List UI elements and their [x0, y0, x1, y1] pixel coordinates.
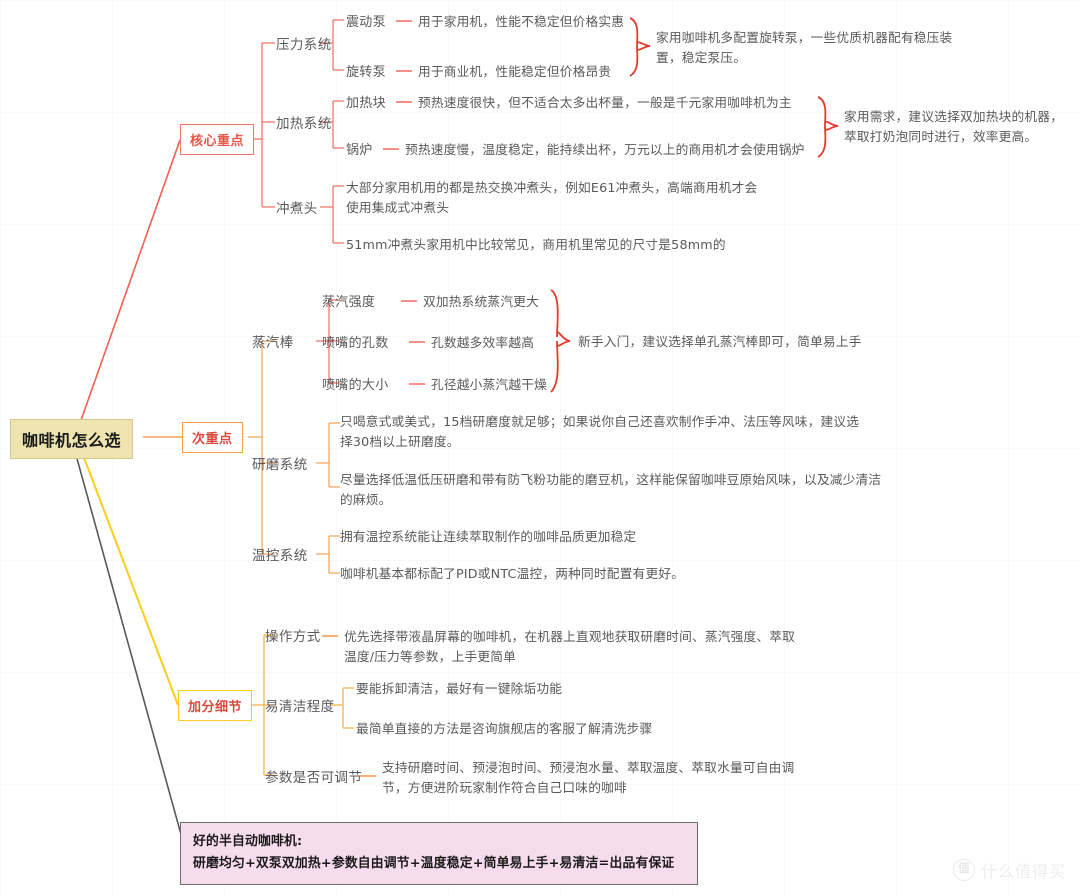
text-brewhead-item-2: 51mm冲煮头家用机中比较常见，商用机里常见的尺寸是58mm的 — [346, 237, 726, 252]
branch-node-secondary[interactable]: 次重点 — [182, 422, 243, 453]
node-steam-strength[interactable]: 蒸汽强度 — [322, 295, 376, 310]
text-cleaning-item-1: 要能拆卸清洁，最好有一键除垢功能 — [356, 681, 563, 696]
summary-box: 好的半自动咖啡机: 研磨均匀+双泵双加热+参数自由调节+温度稳定+简单易上手+易… — [180, 822, 698, 885]
node-operation-method[interactable]: 操作方式 — [265, 629, 321, 645]
note-steam-wand: 新手入门，建议选择单孔蒸汽棒即可，简单易上手 — [578, 334, 862, 349]
node-boiler[interactable]: 锅炉 — [346, 143, 373, 158]
text-rotary-pump-desc: 用于商业机，性能稳定但价格昂贵 — [418, 64, 612, 79]
summary-line-1: 好的半自动咖啡机: — [193, 834, 303, 849]
branch-node-bonus[interactable]: 加分细节 — [178, 690, 253, 721]
watermark: 值 什么值得买 — [952, 858, 1066, 882]
node-rotary-pump[interactable]: 旋转泵 — [346, 65, 386, 80]
node-vibration-pump[interactable]: 震动泵 — [346, 15, 386, 30]
node-nozzle-size[interactable]: 喷嘴的大小 — [322, 378, 389, 393]
text-nozzle-holes-desc: 孔数越多效率越高 — [431, 335, 535, 350]
watermark-text: 什么值得买 — [980, 862, 1066, 881]
node-steam-wand[interactable]: 蒸汽棒 — [252, 335, 294, 351]
text-grinding-item-2: 尽量选择低温低压研磨和带有防飞粉功能的磨豆机，这样能保留咖啡豆原始风味，以及减少… — [340, 472, 882, 507]
node-brew-head[interactable]: 冲煮头 — [276, 201, 318, 217]
note-pressure-system: 家用咖啡机多配置旋转泵，一些优质机器配有稳压装置，稳定泵压。 — [656, 30, 953, 66]
note-heating-system: 家用需求，建议选择双加热块的机器，萃取打奶泡同时进行，效率更高。 — [844, 109, 1064, 145]
root-node[interactable]: 咖啡机怎么选 — [10, 419, 134, 459]
branch-node-core[interactable]: 核心重点 — [180, 124, 255, 155]
text-vibration-pump-desc: 用于家用机，性能不稳定但价格实惠 — [418, 14, 625, 29]
text-tempcontrol-item-2: 咖啡机基本都标配了PID或NTC温控，两种同时配置有更好。 — [340, 566, 685, 581]
node-grinding-system[interactable]: 研磨系统 — [252, 457, 308, 473]
text-boiler-desc: 预热速度慢，温度稳定，能持续出杯，万元以上的商用机才会使用锅炉 — [405, 142, 805, 157]
text-params-item-1: 支持研磨时间、预浸泡时间、预浸泡水量、萃取温度、萃取水量可自由调节，方便进阶玩家… — [382, 760, 795, 795]
text-steam-strength-desc: 双加热系统蒸汽更大 — [423, 294, 539, 309]
text-brewhead-item-1: 大部分家用机用的都是热交换冲煮头，例如E61冲煮头，高端商用机才会使用集成式冲煮… — [346, 180, 758, 215]
node-heating-block[interactable]: 加热块 — [346, 96, 386, 111]
node-cleaning-ease[interactable]: 易清洁程度 — [265, 699, 335, 715]
node-pressure-system[interactable]: 压力系统 — [276, 37, 332, 53]
node-heating-system[interactable]: 加热系统 — [276, 116, 332, 132]
watermark-badge-icon: 值 — [952, 859, 975, 881]
text-cleaning-item-2: 最简单直接的方法是咨询旗舰店的客服了解清洗步骤 — [356, 721, 653, 736]
text-operation-item-1: 优先选择带液晶屏幕的咖啡机，在机器上直观地获取研磨时间、蒸汽强度、萃取温度/压力… — [344, 629, 796, 664]
text-tempcontrol-item-1: 拥有温控系统能让连续萃取制作的咖啡品质更加稳定 — [340, 529, 637, 544]
text-nozzle-size-desc: 孔径越小蒸汽越干燥 — [431, 377, 547, 392]
node-temp-control-system[interactable]: 温控系统 — [252, 548, 308, 564]
text-heating-block-desc: 预热速度很快，但不适合太多出杯量，一般是千元家用咖啡机为主 — [418, 95, 792, 110]
node-adjustable-params[interactable]: 参数是否可调节 — [265, 770, 363, 786]
text-grinding-item-1: 只喝意式或美式，15档研磨度就足够；如果说你自己还喜欢制作手冲、法压等风味，建议… — [340, 414, 860, 449]
summary-line-2: 研磨均匀+双泵双加热+参数自由调节+温度稳定+简单易上手+易清洁=出品有保证 — [193, 855, 675, 871]
node-nozzle-holes[interactable]: 喷嘴的孔数 — [322, 336, 389, 351]
